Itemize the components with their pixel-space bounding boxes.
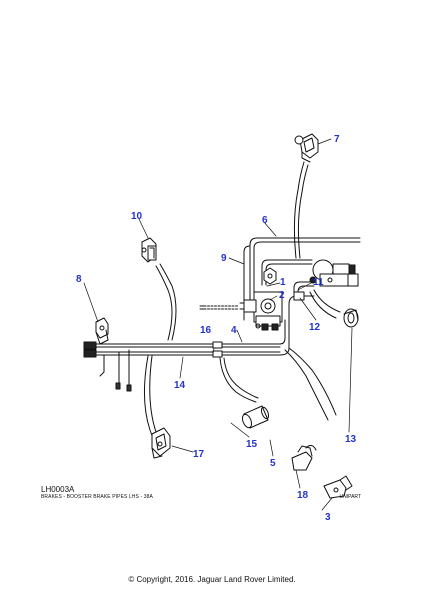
- clip-8: [95, 317, 109, 345]
- fitting-2: [263, 267, 277, 285]
- callout-5: 5: [270, 458, 276, 469]
- callout-4: 4: [231, 325, 237, 336]
- callout-2: 2: [279, 290, 285, 301]
- callout-8: 8: [76, 274, 82, 285]
- pipe-nut-12: [293, 291, 305, 301]
- leader-lines: [83, 138, 353, 511]
- clip-7: [294, 133, 319, 163]
- callout-1: 1: [280, 277, 286, 288]
- lower-right-pipes: [284, 289, 341, 421]
- callout-11: 11: [313, 277, 324, 288]
- callout-6: 6: [262, 215, 268, 226]
- callout-7: 7: [334, 134, 340, 145]
- callout-10: 10: [131, 211, 143, 222]
- clip-10: [141, 237, 157, 263]
- supplier-tag: UNIPART: [339, 494, 361, 500]
- clip-3: [323, 475, 353, 499]
- mid-lower-pipes: [219, 357, 259, 403]
- main-pipe-bundle: [83, 341, 281, 392]
- copyright-notice: © Copyright, 2016. Jaguar Land Rover Lim…: [128, 575, 296, 584]
- upper-pipes: [243, 237, 361, 356]
- pressure-switch-11: [293, 259, 359, 299]
- callout-15: 15: [246, 439, 258, 450]
- sleeve-15: [241, 405, 270, 429]
- diagram-reference-code: LH0003A: [41, 485, 75, 494]
- left-curved-pipes: [143, 263, 177, 449]
- grommet-13: [343, 308, 359, 328]
- top-pipes: [293, 161, 309, 259]
- callout-16: 16: [200, 325, 212, 336]
- clip-17: [151, 427, 171, 459]
- callout-9: 9: [221, 253, 227, 264]
- callout-18: 18: [297, 490, 309, 501]
- valve-block: [199, 291, 283, 331]
- callout-labels: 7 10 6 9 1 11 2 8 12 16 4 13 14 5 18 3 1…: [76, 134, 357, 523]
- callout-3: 3: [325, 512, 331, 523]
- callout-12: 12: [309, 322, 321, 333]
- callout-13: 13: [345, 434, 357, 445]
- clip-18: [291, 444, 317, 471]
- diagram-caption: BRAKES - BOOSTER BRAKE PIPES LHS - 38A: [41, 494, 153, 500]
- callout-17: 17: [193, 449, 205, 460]
- callout-14: 14: [174, 380, 186, 391]
- union-fitting-16: [212, 341, 223, 358]
